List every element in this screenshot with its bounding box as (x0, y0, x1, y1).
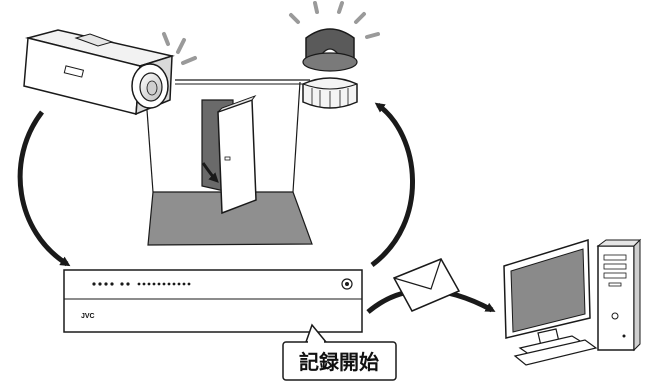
door-illustration (201, 94, 257, 215)
camera-mount (74, 33, 114, 47)
room-wall-left (146, 109, 154, 193)
callout-label: 記録開始 (299, 350, 379, 374)
envelope-flap (393, 258, 442, 290)
warning-light-ribs (311, 88, 349, 108)
arrow-recorder-to-warning-light (370, 102, 415, 268)
warning-light-dome (305, 28, 355, 59)
computer-illustration (503, 238, 642, 366)
pc-tower-side (596, 239, 642, 247)
pc-tower-edge (633, 238, 641, 352)
pc-tower-bays (603, 254, 627, 287)
room-scene (146, 79, 313, 246)
camera-label (63, 65, 85, 78)
camera-illustration (23, 29, 197, 116)
warning-light-illustration (289, 1, 380, 109)
recorder-illustration: JVC (63, 269, 363, 333)
envelope-body (392, 258, 461, 312)
door-panel (217, 98, 257, 215)
room-wall-right (292, 81, 301, 193)
camera-lens-glass (146, 80, 158, 96)
recorder-brand-label: JVC (81, 313, 95, 320)
recorder-indicator-leds (92, 282, 191, 286)
door-open-arrow (201, 162, 219, 183)
monitor-screen (510, 248, 586, 333)
pc-tower (597, 245, 635, 351)
arrow-camera-to-recorder (17, 110, 71, 267)
keyboard (513, 339, 598, 366)
recorder-power-button-center (345, 282, 349, 286)
door-handle (224, 156, 231, 161)
recording-start-callout: 記録開始 (282, 323, 397, 381)
warning-light-rays (289, 1, 380, 39)
email-envelope-icon (392, 258, 461, 312)
warning-light-base-top (302, 83, 358, 90)
recorder-body (63, 269, 363, 333)
warning-light-rim (302, 52, 358, 72)
callout-box (282, 341, 397, 381)
camera-alert-rays (162, 32, 197, 65)
door-panel-edge (217, 94, 257, 113)
pc-power-button (611, 312, 619, 320)
pc-indicator (622, 334, 626, 338)
